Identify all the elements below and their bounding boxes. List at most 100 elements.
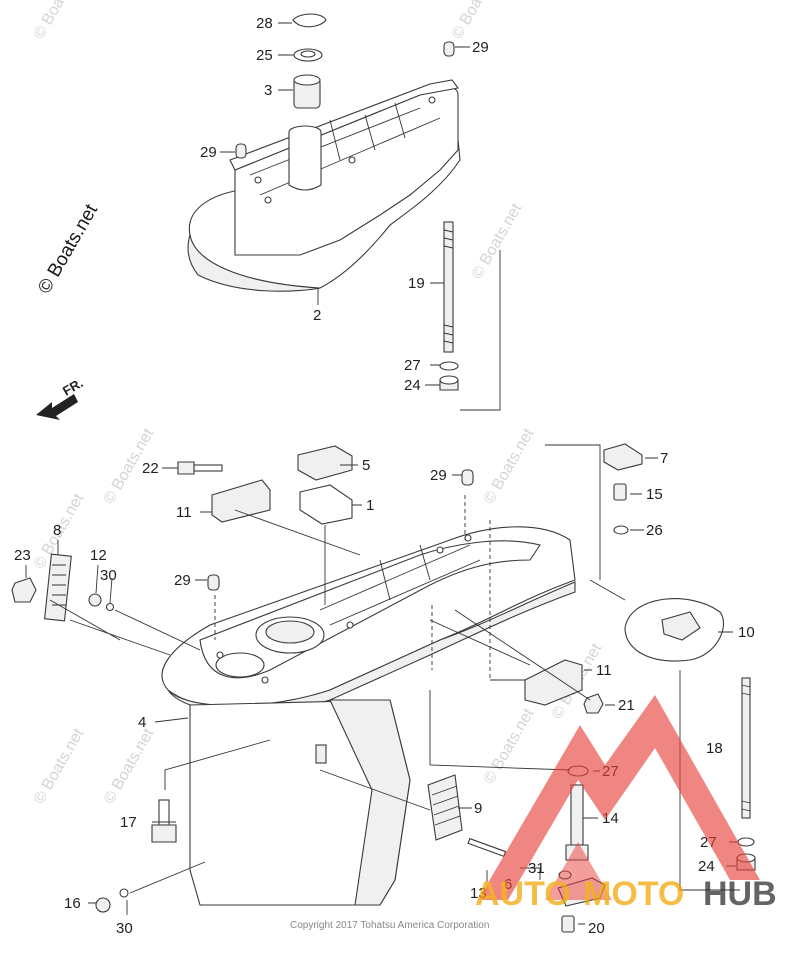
logo-text-auto: AUTO (475, 875, 571, 913)
trim-tab-boss (661, 611, 701, 641)
stud-thread (443, 229, 454, 344)
screw-15 (613, 483, 627, 501)
bolt-hole (428, 96, 436, 104)
callout-29: 29 (174, 572, 191, 589)
callout-ticks (25, 22, 738, 925)
gear-case-lower (161, 526, 576, 906)
automotohub-logo: AUTO MOTO HUB (475, 695, 777, 913)
nut-21 (583, 693, 604, 714)
callout-26: 26 (646, 522, 663, 539)
anode-11 (524, 659, 583, 706)
callout-27: 27 (404, 357, 421, 374)
callout-24: 24 (404, 377, 421, 394)
leader (520, 867, 541, 880)
stud-18 (741, 677, 751, 819)
callout-21: 21 (618, 697, 635, 714)
callout-20: 20 (588, 920, 605, 937)
stud-thread (741, 684, 751, 812)
copyright-text: Copyright 2017 Tohatsu America Corporati… (290, 920, 489, 931)
dowel-29 (461, 469, 474, 486)
bolt-hole (216, 651, 224, 659)
dowel-29 (443, 41, 455, 57)
callout-29: 29 (472, 39, 489, 56)
leader (429, 690, 571, 771)
plug-12 (88, 593, 102, 607)
dowel-29 (207, 574, 220, 591)
leader (69, 619, 171, 656)
group-bracket (460, 250, 501, 411)
front-label: FR. (60, 375, 86, 398)
callout-30: 30 (100, 567, 117, 584)
intake-grille-8 (44, 553, 72, 622)
callout-10: 10 (738, 624, 755, 641)
gasket-30 (119, 888, 129, 898)
lower-small-parts (11, 443, 756, 933)
front-arrow-icon (36, 394, 78, 420)
callout-4: 4 (138, 714, 146, 731)
bolt-hole (464, 534, 472, 542)
anode-11 (211, 479, 271, 523)
callout-15: 15 (646, 486, 663, 503)
watermark: © Boats.net (481, 705, 538, 787)
logo-mark-icon (478, 695, 760, 900)
upper-small-parts (235, 13, 459, 391)
dowel-29 (235, 143, 247, 159)
housing-top-rim (229, 79, 459, 171)
leader (454, 609, 591, 701)
screw-20 (561, 915, 575, 933)
logo-mark-inner (545, 842, 612, 900)
leader (129, 861, 206, 894)
gear-case-upper (187, 79, 461, 292)
cap-7 (603, 443, 643, 471)
callout-1: 1 (366, 497, 374, 514)
grille-slats (431, 785, 461, 826)
plug-16 (95, 897, 111, 913)
leader (164, 739, 271, 790)
watermark: © Boats.net (31, 0, 88, 42)
callout-9: 9 (474, 800, 482, 817)
bolt-22-shank (193, 464, 223, 472)
callout-12: 12 (90, 547, 107, 564)
bolt-22-head (177, 461, 195, 475)
callout-22: 22 (142, 460, 159, 477)
block-5 (297, 445, 353, 481)
callout-25: 25 (256, 47, 273, 64)
leader (114, 609, 201, 651)
housing-body (234, 86, 459, 256)
watermark: © Boats.net (481, 425, 538, 507)
bolt-hole (264, 196, 272, 204)
leader (234, 509, 361, 556)
callout-8: 8 (53, 522, 61, 539)
plate-underside (187, 234, 321, 292)
bolt-14 (570, 784, 584, 846)
bolt-hole (254, 176, 262, 184)
gear-case-side (329, 699, 411, 906)
mating-ribs (319, 544, 481, 626)
nut-23 (11, 577, 37, 603)
water-intake-slot (315, 744, 327, 764)
callout-31: 31 (528, 860, 545, 877)
callout-3: 3 (264, 82, 272, 99)
shaft-bore-lower (215, 652, 265, 678)
washer-26 (613, 525, 629, 535)
leader (429, 619, 531, 666)
watermark: © Boats.net (31, 725, 88, 807)
logo-text-hub: HUB (703, 875, 777, 913)
callout-5: 5 (362, 457, 370, 474)
logo-text-moto: MOTO (583, 875, 684, 913)
watermark: © Boats.net (469, 200, 526, 282)
leader (49, 599, 121, 641)
bracket-line (545, 444, 601, 580)
callout-labels: 28 25 29 3 29 2 19 27 24 22 5 7 29 1 11 … (14, 15, 755, 937)
pump-bore-inner (265, 620, 315, 644)
shaft-bore (288, 132, 322, 191)
leader-lines (49, 444, 740, 894)
bearing-3-top (293, 74, 321, 86)
callout-24: 24 (698, 858, 715, 875)
callout-19: 19 (408, 275, 425, 292)
nut-24-top (439, 375, 459, 385)
callout-23: 23 (14, 547, 31, 564)
circlip-28 (292, 13, 327, 28)
